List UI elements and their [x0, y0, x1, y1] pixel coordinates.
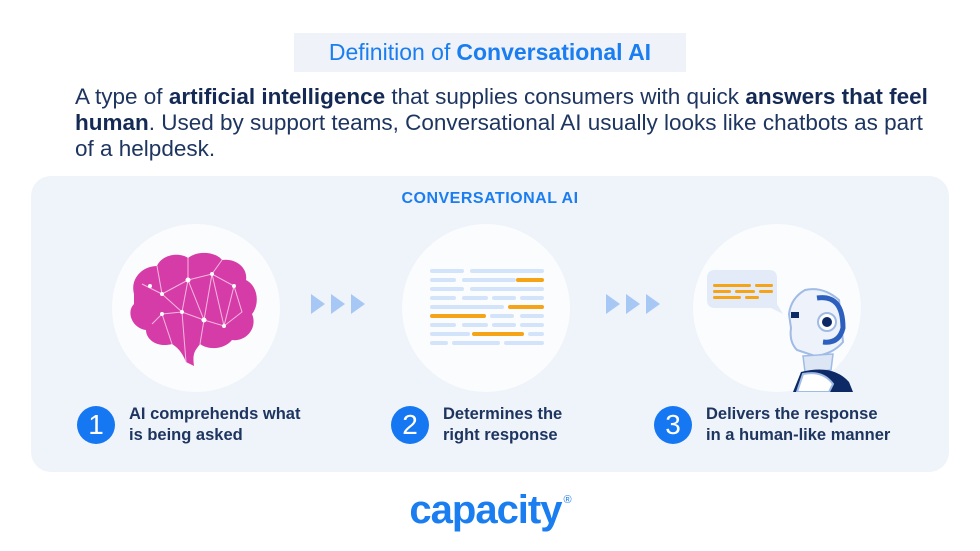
- step-number-badge: 3: [654, 406, 692, 444]
- arrow-icon: [626, 294, 640, 314]
- document-circle: [402, 224, 570, 392]
- registered-mark: ®: [563, 494, 572, 506]
- step-label-line1: Determines the: [443, 405, 563, 423]
- conversational-ai-panel: CONVERSATIONAL AI: [31, 176, 949, 472]
- desc-part2: that supplies consumers with quick: [385, 84, 746, 109]
- logo-text: capacity: [409, 488, 562, 532]
- page-title: Definition of Conversational AI: [294, 33, 686, 72]
- definition-text: A type of artificial intelligence that s…: [75, 84, 935, 162]
- arrows-1-to-2: [311, 294, 365, 314]
- step-label-line2: is being asked: [129, 426, 243, 444]
- arrow-icon: [311, 294, 325, 314]
- title-bold: Conversational AI: [456, 39, 652, 65]
- document-lines-icon: [430, 269, 544, 345]
- step-label-line2: right response: [443, 426, 558, 444]
- desc-bold1: artificial intelligence: [168, 84, 386, 109]
- robot-chat-icon: [707, 270, 853, 393]
- arrow-icon: [351, 294, 365, 314]
- arrow-icon: [606, 294, 620, 314]
- step-label: AI comprehends what is being asked: [129, 404, 300, 446]
- step-2: 2 Determines the right response: [391, 404, 562, 446]
- title-prefix: Definition of: [328, 39, 451, 65]
- step-label: Delivers the response in a human-like ma…: [706, 404, 890, 446]
- step-label-line1: AI comprehends what: [129, 405, 301, 423]
- step-3: 3 Delivers the response in a human-like …: [654, 404, 890, 446]
- step-number-badge: 1: [77, 406, 115, 444]
- desc-bold2: answers that feel human: [75, 84, 928, 135]
- desc-part3: . Used by support teams, Conversational …: [75, 110, 923, 161]
- step-1: 1 AI comprehends what is being asked: [77, 404, 300, 446]
- panel-title: CONVERSATIONAL AI: [401, 190, 579, 207]
- brain-icon: [130, 252, 257, 366]
- step-number-badge: 2: [391, 406, 429, 444]
- step-label: Determines the right response: [443, 404, 562, 446]
- step-label-line2: in a human-like manner: [706, 426, 891, 444]
- arrows-2-to-3: [606, 294, 660, 314]
- robot-circle: [693, 224, 861, 393]
- arrow-icon: [331, 294, 345, 314]
- desc-part1: A type of: [75, 84, 169, 109]
- capacity-logo: capacity®: [0, 488, 980, 533]
- brain-circle: [112, 224, 280, 392]
- arrow-icon: [646, 294, 660, 314]
- step-label-line1: Delivers the response: [706, 405, 878, 423]
